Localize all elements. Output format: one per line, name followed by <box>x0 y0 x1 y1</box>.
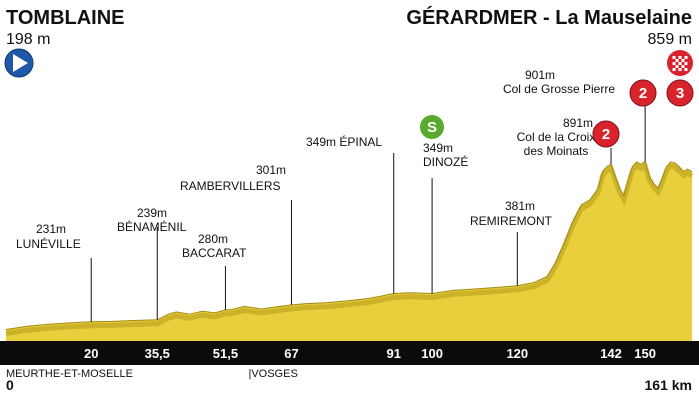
checker-square <box>684 62 688 65</box>
checker-square <box>681 65 685 68</box>
department-labels: MEURTHE-ET-MOSELLE |VOSGES <box>6 368 298 380</box>
checker-square <box>675 56 679 59</box>
checker-square <box>678 65 682 68</box>
checker-square <box>681 56 685 59</box>
checker-square <box>675 68 679 71</box>
sprint-s-icon: S <box>420 115 444 139</box>
checker-square <box>678 68 682 71</box>
waypoint-name: DINOZÉ <box>423 154 468 169</box>
climb-altitude: 901m <box>525 68 555 82</box>
waypoint-name: REMIREMONT <box>470 214 553 228</box>
climb-category-icon: 3 <box>666 79 694 107</box>
checker-square <box>675 65 679 68</box>
waypoint-name: BACCARAT <box>182 246 247 260</box>
badges-group: S 2 2 3 <box>420 79 694 148</box>
checker-square <box>684 56 688 59</box>
km-tick-label: 51,5 <box>213 346 238 361</box>
checker-square <box>684 65 688 68</box>
checker-square <box>672 65 676 68</box>
profile-ridge-shade <box>5 161 694 336</box>
checker-square <box>681 68 685 71</box>
waypoint-name: RAMBERVILLERS <box>180 179 280 193</box>
km-tick-label: 67 <box>284 346 298 361</box>
km-tick-label: 120 <box>506 346 528 361</box>
waypoint-altitude: 231m <box>36 222 66 236</box>
checker-square <box>681 62 685 65</box>
waypoint-altitude: 381m <box>505 199 535 213</box>
checker-square <box>678 62 682 65</box>
checker-square <box>672 62 676 65</box>
profile-area <box>5 160 694 341</box>
waypoint-name: LUNÉVILLE <box>16 236 81 251</box>
checker-square <box>675 59 679 62</box>
km-tick-label: 35,5 <box>145 346 170 361</box>
checker-square <box>672 59 676 62</box>
department-label: MEURTHE-ET-MOSELLE <box>6 368 133 380</box>
climb-category-icon: 2 <box>592 120 620 148</box>
start-km-label: 0 <box>6 377 14 393</box>
climb-altitude: 891m <box>563 116 593 130</box>
climb-category-icon: 2 <box>629 79 657 107</box>
waypoint-label-epinal: 349m ÉPINAL <box>306 134 382 149</box>
profile-fill <box>6 161 692 341</box>
km-bar <box>0 341 699 365</box>
badge-text: 2 <box>602 126 610 143</box>
waypoint-altitude: 349m <box>423 141 453 155</box>
checker-square <box>678 56 682 59</box>
checker-square <box>681 59 685 62</box>
waypoint-altitude: 301m <box>256 163 286 177</box>
climb-name: Col de Grosse Pierre <box>503 82 615 96</box>
start-town-name: TOMBLAINE <box>6 7 125 29</box>
end-km-label: 161 km <box>645 377 692 393</box>
checker-square <box>675 62 679 65</box>
checker-square <box>684 59 688 62</box>
waypoint-name: BÉNAMÉNIL <box>117 219 187 234</box>
checker-square <box>672 68 676 71</box>
km-tick-label: 150 <box>634 346 656 361</box>
badge-text: 3 <box>676 85 684 102</box>
km-labels: 20 35,5 51,5 67 91 100 120 142 150 <box>84 346 656 361</box>
checker-square <box>672 56 676 59</box>
km-tick-label: 100 <box>421 346 443 361</box>
finish-town-altitude: 859 m <box>648 31 692 48</box>
checker-square <box>678 59 682 62</box>
waypoint-altitude: 239m <box>137 206 167 220</box>
play-icon <box>4 48 34 78</box>
km-tick-label: 20 <box>84 346 98 361</box>
badge-text: 2 <box>639 85 647 102</box>
waypoint-altitude: 280m <box>198 232 228 246</box>
checkered-flag-icon <box>667 50 693 76</box>
finish-town-name: GÉRARDMER - La Mauselaine <box>406 6 692 29</box>
department-label: |VOSGES <box>248 368 297 380</box>
badge-text: S <box>427 119 437 136</box>
climb-name: des Moinats <box>524 144 589 158</box>
checker-square <box>684 68 688 71</box>
start-town-altitude: 198 m <box>6 31 50 48</box>
km-tick-label: 91 <box>387 346 401 361</box>
km-tick-label: 142 <box>600 346 622 361</box>
waypoint-poles <box>90 98 646 322</box>
climb-name: Col de la Croix <box>517 130 596 144</box>
